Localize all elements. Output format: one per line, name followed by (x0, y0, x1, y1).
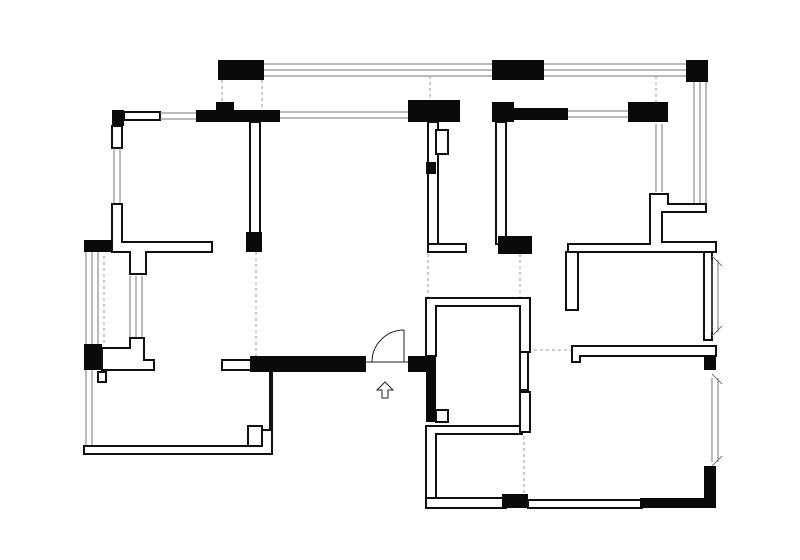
beam-entry (250, 356, 366, 372)
bedroom-tr-left-wall (495, 121, 507, 245)
living-top-window (280, 111, 408, 119)
up-arrow-icon (375, 381, 395, 399)
right-divider-wall (571, 345, 717, 363)
bathroom-top-walls (425, 297, 531, 357)
right-middle-wall (703, 251, 713, 341)
bathroom-left-column (426, 356, 436, 422)
column-kitchen-top (408, 100, 460, 122)
inner-balcony-door (129, 276, 143, 338)
top-balcony-window (264, 63, 686, 77)
column-bedroom-nw (112, 110, 124, 126)
bottom-window-sill (527, 499, 643, 509)
left-balcony-window (85, 252, 99, 446)
bedroom-top-window (160, 112, 196, 120)
kitchen-cabinet (435, 129, 449, 155)
left-balcony (84, 252, 155, 446)
bedroom-partition-wall (111, 203, 213, 275)
bedroom-top-right (492, 102, 717, 254)
door-swing-icon[interactable] (366, 329, 410, 363)
bottom-left-wall (83, 371, 273, 455)
column-bedroom-tr-right (628, 102, 668, 122)
bedroom-br-window (711, 373, 723, 467)
beam-top-left (196, 110, 280, 122)
right-middle-window (711, 255, 723, 337)
bedroom-top-left (84, 102, 408, 358)
living-left-wall (249, 121, 261, 235)
column-living-left (246, 232, 262, 252)
column-left-balcony (84, 344, 102, 370)
bedroom-tr-bottom-wall (567, 193, 717, 253)
column-top-mid (492, 60, 544, 80)
bathroom-bottom (425, 391, 531, 499)
balcony-partition-wall (101, 337, 155, 371)
column-entry-right (408, 356, 428, 372)
bedroom-tr-side-window (655, 124, 663, 192)
column-bedroom-br (704, 466, 716, 508)
bedroom-tr-top-window (568, 110, 628, 118)
bedroom-bottom-right (425, 373, 723, 509)
column-top-left (218, 60, 264, 80)
bedroom-right-middle (528, 251, 723, 370)
right-balcony-window (693, 82, 707, 204)
column-bedroom-tr-left (492, 102, 514, 122)
beam-bottom-right (640, 498, 710, 508)
kitchen (408, 100, 521, 298)
bedroom-left-window (113, 148, 121, 204)
top-balcony (218, 60, 708, 204)
bathroom-top (425, 297, 531, 423)
living-room (221, 329, 428, 399)
bathroom-bottom-walls (425, 425, 523, 499)
bottom-wall-left (425, 497, 507, 509)
column-bedroom-tr-bottom (498, 236, 532, 254)
column-bottom-mid (502, 494, 528, 508)
column-top-right (686, 60, 708, 82)
